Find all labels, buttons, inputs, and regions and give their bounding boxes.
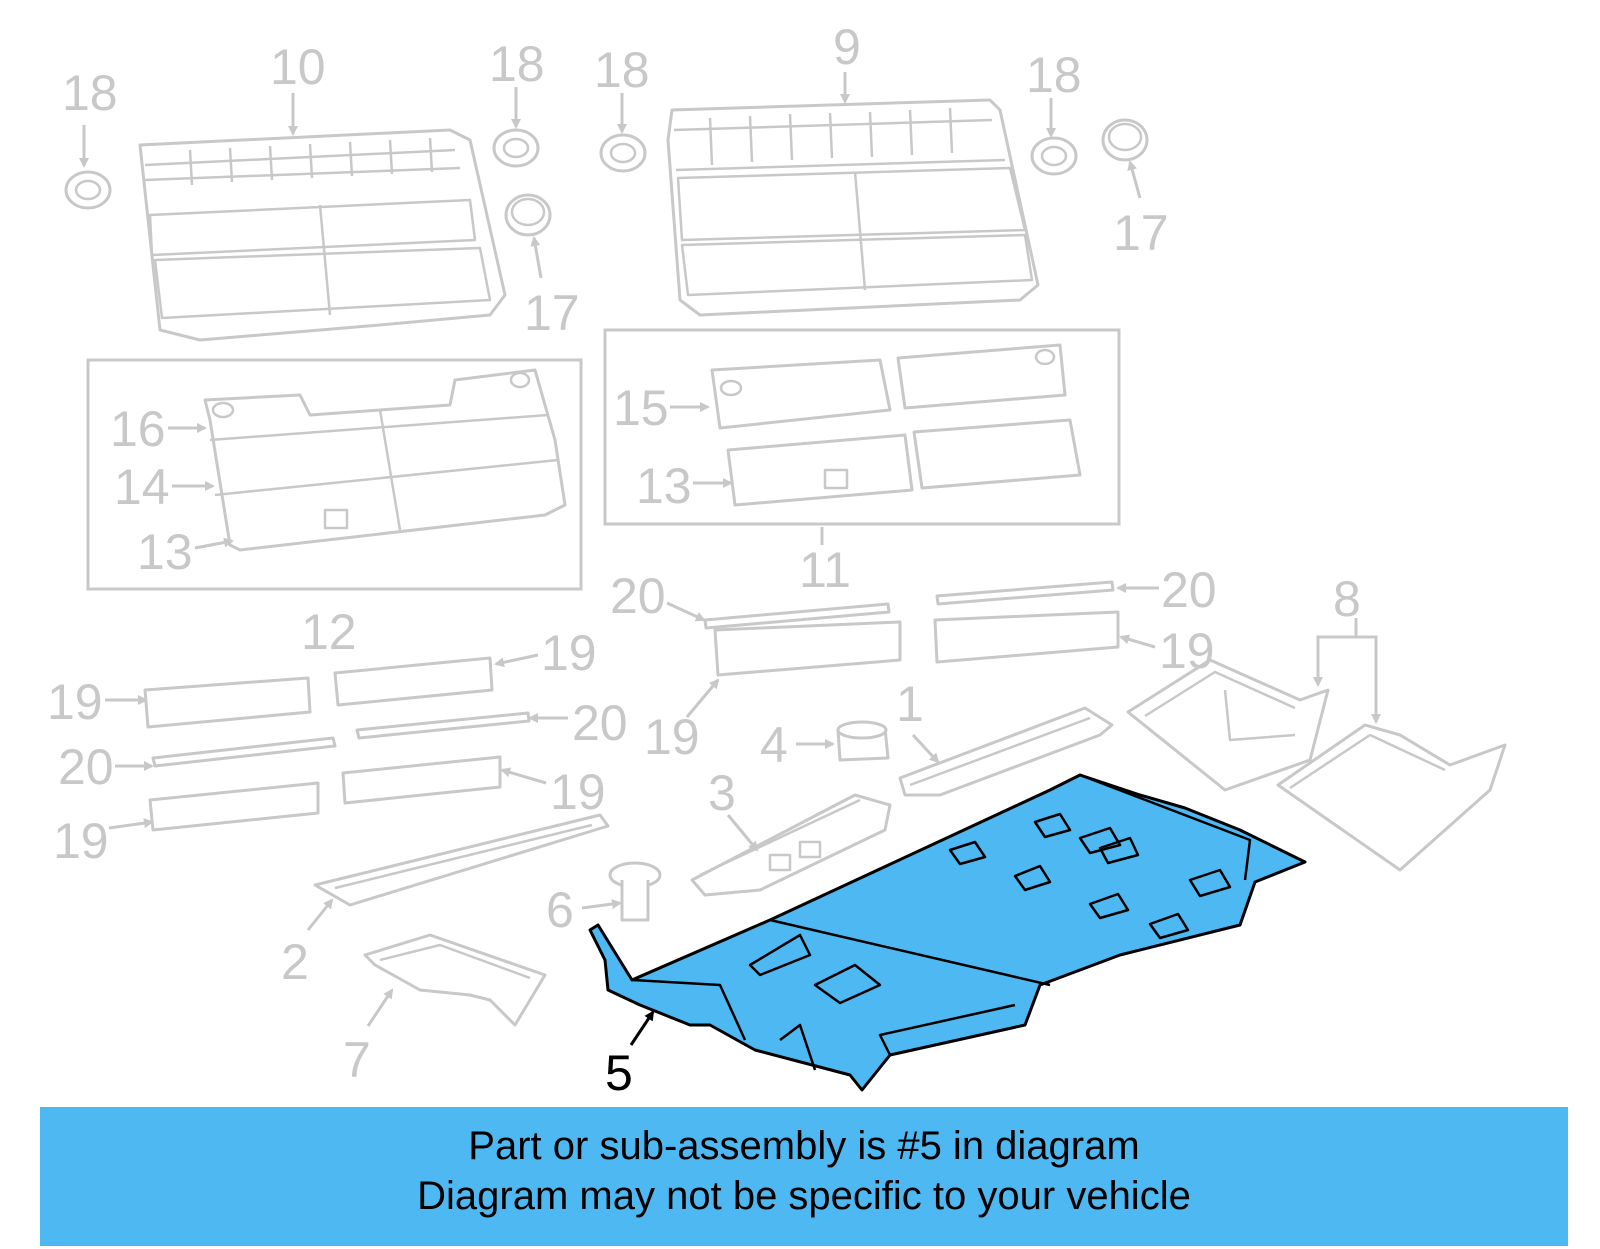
part-3-bracket xyxy=(690,793,892,897)
callout-6: 6 xyxy=(546,882,574,938)
callout-10: 10 xyxy=(270,39,326,95)
part-18-clips xyxy=(64,128,1078,210)
part-10-panel xyxy=(138,128,507,342)
callout-19: 19 xyxy=(53,813,109,869)
callout-20: 20 xyxy=(1161,562,1217,618)
part-9-panel xyxy=(666,98,1040,317)
callout-8: 8 xyxy=(1333,571,1361,627)
part-1-cover xyxy=(898,706,1114,797)
part-19-20-sills xyxy=(143,580,1120,832)
group-box-11 xyxy=(603,328,1121,526)
banner-disclaimer: Diagram may not be specific to your vehi… xyxy=(417,1174,1191,1218)
info-banner: Part or sub-assembly is #5 in diagram Di… xyxy=(40,1107,1568,1246)
callout-14: 14 xyxy=(114,459,170,515)
part-6-plug xyxy=(608,861,662,922)
callout-18: 18 xyxy=(62,65,118,121)
callout-labels: 18 10 18 18 9 18 17 17 16 14 13 12 15 13… xyxy=(47,19,1361,1101)
callout-17: 17 xyxy=(524,285,580,341)
callout-3: 3 xyxy=(708,765,736,821)
callout-16: 16 xyxy=(110,401,166,457)
callout-13: 13 xyxy=(137,524,193,580)
callout-7: 7 xyxy=(343,1032,371,1088)
part-7-bracket xyxy=(363,933,547,1027)
callout-4: 4 xyxy=(760,717,788,773)
part-8-bins xyxy=(1126,658,1507,872)
callout-19: 19 xyxy=(644,709,700,765)
callout-20: 20 xyxy=(58,739,114,795)
callout-5-highlighted: 5 xyxy=(605,1045,633,1101)
part-5-floor-panel xyxy=(588,773,1307,1092)
part-12-mats xyxy=(203,368,567,552)
callout-18: 18 xyxy=(594,42,650,98)
callout-13: 13 xyxy=(636,458,692,514)
callout-11: 11 xyxy=(799,542,851,598)
banner-part-note: Part or sub-assembly is #5 in diagram xyxy=(468,1124,1140,1168)
callout-18: 18 xyxy=(1026,47,1082,103)
callout-19: 19 xyxy=(1159,623,1215,679)
callout-19: 19 xyxy=(541,625,597,681)
group-box-12 xyxy=(86,358,583,591)
callout-12: 12 xyxy=(301,604,357,660)
leader-arrows xyxy=(79,72,1381,1046)
callout-1: 1 xyxy=(896,676,924,732)
callout-9: 9 xyxy=(833,19,861,75)
callout-19: 19 xyxy=(550,764,606,820)
callout-2: 2 xyxy=(281,934,309,990)
part-2-trim xyxy=(313,813,610,907)
part-17-grommets xyxy=(504,118,1149,237)
callout-18: 18 xyxy=(489,36,545,92)
part-4-grommet xyxy=(836,720,890,762)
callout-20: 20 xyxy=(610,568,666,624)
callout-15: 15 xyxy=(613,380,669,436)
callout-19: 19 xyxy=(47,674,103,730)
callout-20: 20 xyxy=(572,695,628,751)
part-11-mats xyxy=(710,343,1082,507)
callout-17: 17 xyxy=(1113,205,1169,261)
